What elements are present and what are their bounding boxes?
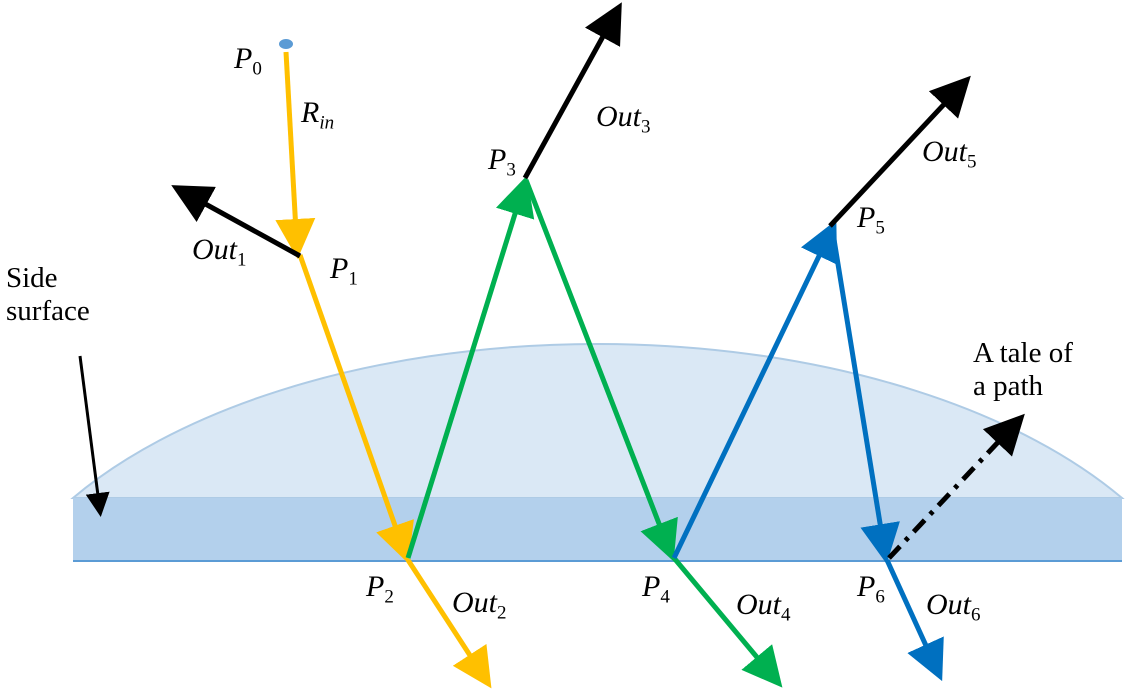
tail-ray <box>887 413 1025 560</box>
out4-ray <box>672 556 783 688</box>
tail-line2: a path <box>973 370 1044 403</box>
out5-ray <box>828 75 971 228</box>
tail-line1: A tale of <box>973 337 1073 369</box>
p1-label: P1 <box>330 252 358 290</box>
ray-p5-p6 <box>829 226 900 564</box>
out1-ray <box>171 185 302 259</box>
tail-label: A tale of a path <box>973 337 1073 404</box>
refracted-ray-p1-p2 <box>297 254 414 564</box>
out3-ray <box>522 2 622 180</box>
ray-p3-p4 <box>523 179 678 562</box>
p6-label: P6 <box>857 570 885 608</box>
p2-label: P2 <box>366 570 394 608</box>
base-slab <box>73 498 1122 560</box>
out2-label: Out2 <box>452 586 507 624</box>
source-point <box>279 39 293 49</box>
p3-label: P3 <box>488 143 516 181</box>
r-in-label: Rin <box>301 96 335 134</box>
p4-label: P4 <box>642 570 670 608</box>
side-surface-line2: surface <box>6 295 90 328</box>
out1-label: Out1 <box>192 233 247 271</box>
out5-label: Out5 <box>922 135 977 173</box>
out4-label: Out4 <box>736 588 791 626</box>
side-surface-label: Side surface <box>6 262 90 329</box>
ray-p4-p5 <box>671 219 838 560</box>
ray-p2-p3 <box>405 175 535 559</box>
p5-label: P5 <box>857 201 885 239</box>
incident-ray <box>275 51 316 259</box>
out6-ray <box>884 558 944 682</box>
p0-label: P0 <box>234 42 262 80</box>
side-surface-pointer <box>78 355 110 517</box>
out6-label: Out6 <box>926 588 981 626</box>
side-surface-line1: Side <box>6 262 58 294</box>
out3-label: Out3 <box>596 100 651 138</box>
out2-ray <box>405 558 492 689</box>
